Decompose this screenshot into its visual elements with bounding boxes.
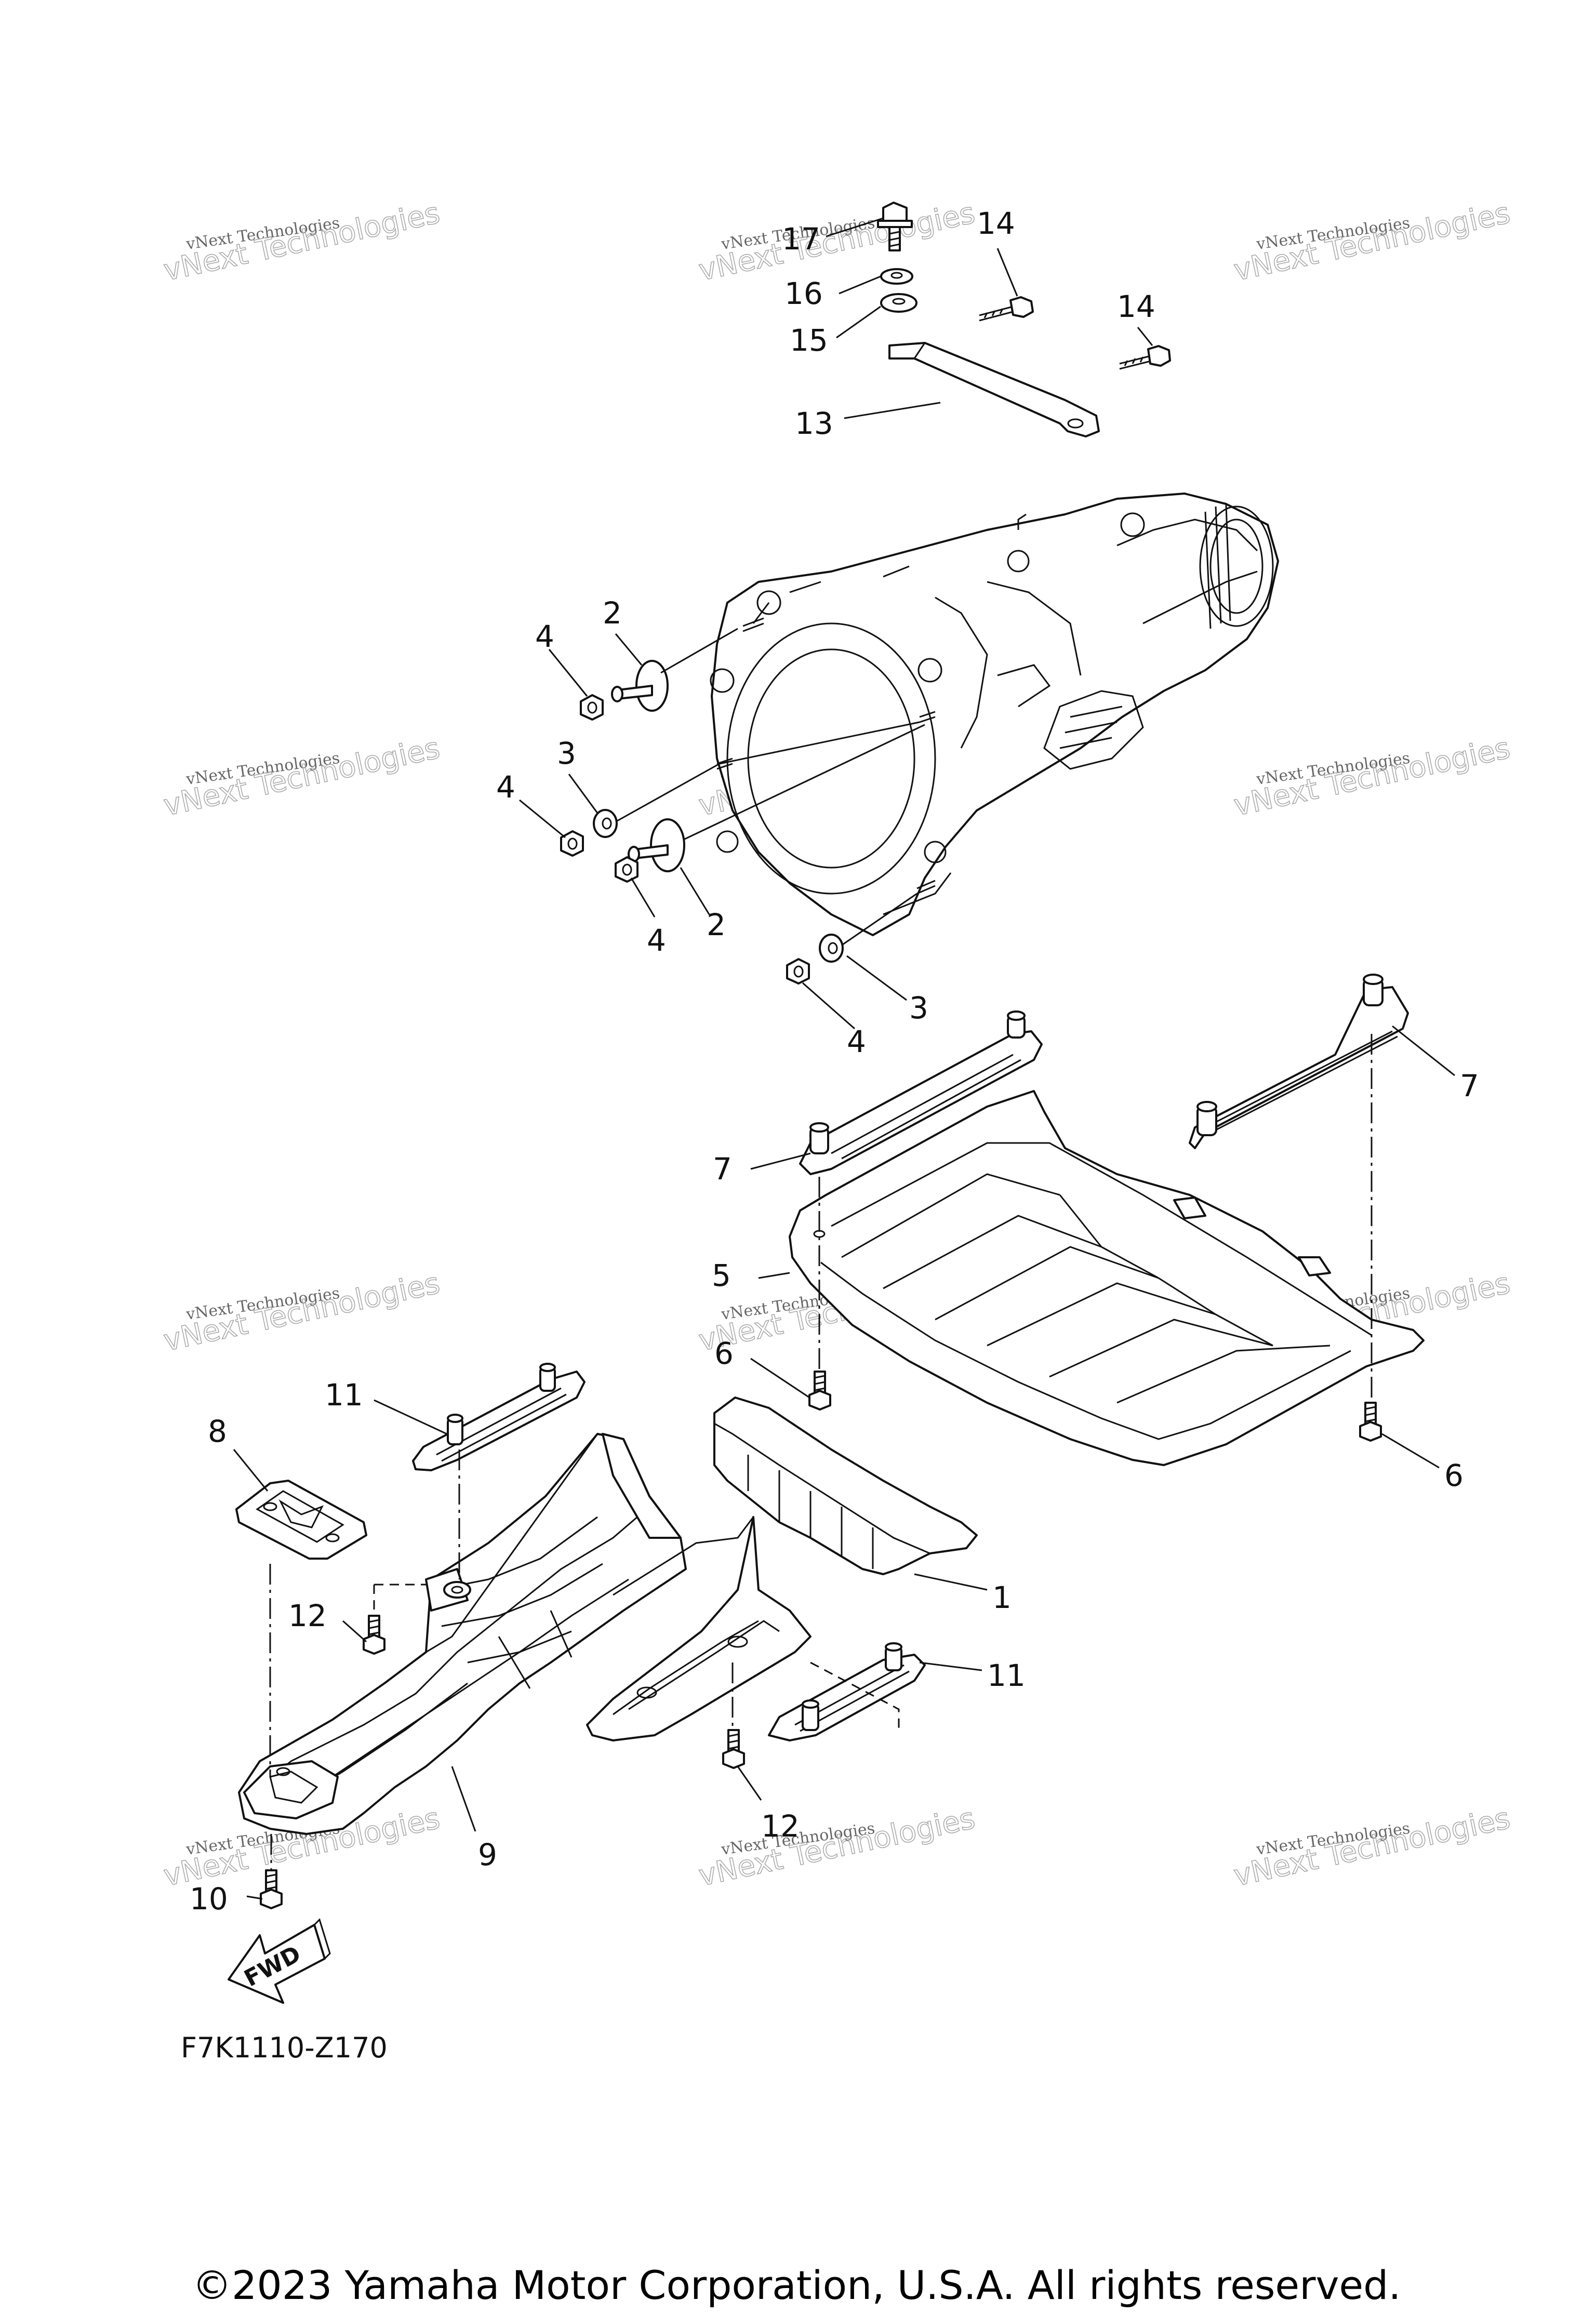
callout-1: 1 (992, 1580, 1012, 1615)
drawing-code: F7K1110-Z170 (181, 2031, 388, 2064)
bolt-6a (808, 1371, 831, 1411)
callout-17: 17 (782, 221, 820, 257)
nut-4b (560, 830, 584, 857)
nut-4c (615, 856, 639, 883)
washer-16 (880, 268, 913, 285)
callout-3a: 3 (557, 736, 576, 771)
nut-4a (580, 694, 604, 721)
bolt-14a (979, 296, 1034, 322)
callout-8: 8 (208, 1414, 227, 1449)
bolt-17 (877, 202, 913, 251)
callout-7b: 7 (713, 1151, 732, 1187)
callout-16: 16 (784, 276, 823, 311)
callout-15: 15 (790, 323, 828, 358)
callout-14b: 14 (1117, 289, 1155, 324)
callout-3b: 3 (909, 990, 928, 1026)
callout-6a: 6 (714, 1336, 734, 1371)
bolt-14b (1119, 345, 1171, 370)
callout-2b: 2 (707, 907, 726, 942)
rail-7b (1189, 974, 1409, 1149)
callout-4d: 4 (847, 1024, 866, 1059)
intake-strip-1 (713, 1397, 978, 1575)
plate-8 (235, 1480, 367, 1560)
callout-9: 9 (478, 1837, 497, 1872)
callout-12a: 12 (288, 1598, 327, 1633)
callout-5: 5 (712, 1258, 731, 1293)
rail-11b (768, 1642, 926, 1741)
washer-3a (593, 809, 618, 838)
washer-15 (880, 293, 917, 313)
callout-4c: 4 (647, 923, 666, 958)
intake-duct (586, 1516, 812, 1741)
callout-4a: 4 (535, 619, 554, 654)
copyright-notice: ©2023 Yamaha Motor Corporation, U.S.A. A… (192, 2262, 1401, 2308)
callout-12b: 12 (761, 1808, 800, 1844)
jet-pump-housing (710, 493, 1279, 936)
callout-labels: 17 16 15 13 14 14 2 4 3 4 4 2 3 4 7 7 5 … (190, 206, 1479, 1917)
damper-2b (628, 818, 685, 872)
bolt-12a (363, 1615, 385, 1655)
callout-11b: 11 (987, 1658, 1026, 1693)
washer-3b (819, 934, 844, 963)
bolt-10 (260, 1869, 283, 1909)
fwd-arrow-icon: FWD (228, 1918, 331, 2004)
callout-7a: 7 (1460, 1068, 1479, 1103)
leader-lines (233, 217, 1455, 1900)
ride-plate-frame-5 (789, 1090, 1425, 1466)
callout-10: 10 (190, 1881, 228, 1917)
nut-4d (786, 958, 810, 985)
callout-13: 13 (795, 406, 833, 441)
callout-4b: 4 (496, 769, 515, 805)
callout-11a: 11 (325, 1377, 363, 1413)
rail-7a (799, 1010, 1043, 1175)
damper-2a (611, 660, 669, 712)
bolt-12b (722, 1729, 745, 1769)
stay-bracket-13 (888, 342, 1100, 437)
rail-11a (412, 1363, 586, 1471)
callout-6b: 6 (1444, 1458, 1464, 1493)
callout-14a: 14 (977, 206, 1015, 241)
callout-2a: 2 (603, 595, 622, 631)
intake-grate-9 (238, 1433, 687, 1835)
bolt-6b (1359, 1402, 1382, 1442)
